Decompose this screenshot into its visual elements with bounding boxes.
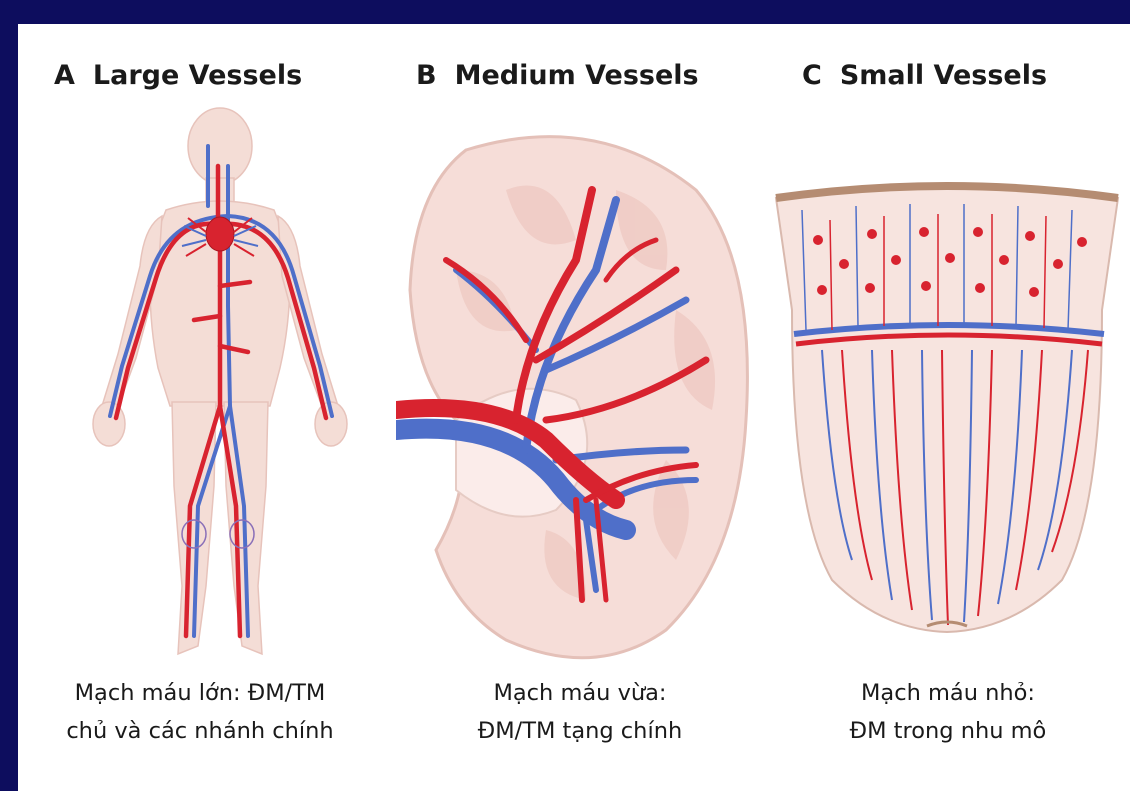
- panel-c-caption-line-2: ĐM trong nhu mô: [778, 712, 1118, 750]
- panel-a-caption: Mạch máu lớn: ĐM/TM chủ và các nhánh chí…: [30, 674, 370, 750]
- panel-a-title-text: Large Vessels: [93, 60, 302, 91]
- panel-b-caption-line-2: ĐM/TM tạng chính: [410, 712, 750, 750]
- panel-b-caption: Mạch máu vừa: ĐM/TM tạng chính: [410, 674, 750, 750]
- slide: A Large Vessels: [18, 24, 1130, 791]
- panel-b-title-text: Medium Vessels: [455, 60, 699, 91]
- panel-a-caption-line-2: chủ và các nhánh chính: [30, 712, 370, 750]
- panel-c-title: C Small Vessels: [802, 60, 1047, 91]
- panel-c-caption: Mạch máu nhỏ: ĐM trong nhu mô: [778, 674, 1118, 750]
- kidney-vessels-illustration: [396, 120, 766, 680]
- panel-c-title-text: Small Vessels: [840, 60, 1047, 91]
- body-circulation-illustration: [58, 106, 378, 666]
- panel-c-letter: C: [802, 60, 822, 91]
- panel-a-letter: A: [54, 60, 75, 91]
- panel-c-caption-line-1: Mạch máu nhỏ:: [778, 674, 1118, 712]
- tissue-microvessels-illustration: [772, 180, 1122, 650]
- panel-a-caption-line-1: Mạch máu lớn: ĐM/TM: [30, 674, 370, 712]
- panel-b-caption-line-1: Mạch máu vừa:: [410, 674, 750, 712]
- panel-b-letter: B: [416, 60, 437, 91]
- panel-b-title: B Medium Vessels: [416, 60, 699, 91]
- panel-a-title: A Large Vessels: [54, 60, 302, 91]
